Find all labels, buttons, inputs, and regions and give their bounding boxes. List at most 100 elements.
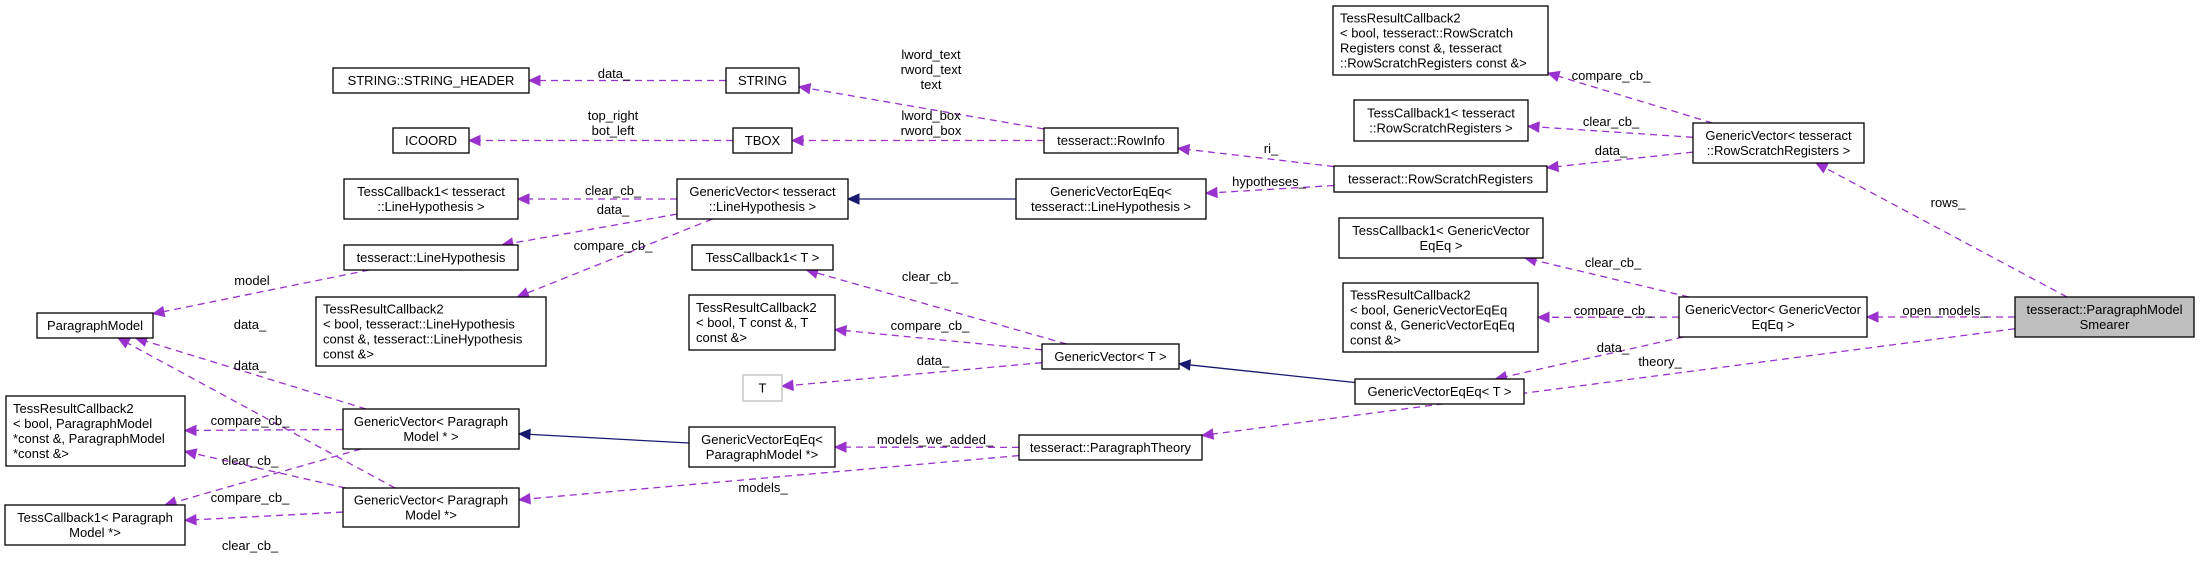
node-box xyxy=(342,487,520,528)
class-node-string-header[interactable]: STRING::STRING_HEADER xyxy=(332,67,530,94)
usage-edge-gv-t-to-trc2-t xyxy=(833,324,1043,351)
node-box xyxy=(688,294,836,351)
arrowhead-icon xyxy=(117,337,131,349)
class-node-tc1-gveqeq[interactable]: TessCallback1< GenericVectorEqEq > xyxy=(1338,217,1544,259)
node-label-line: const &> xyxy=(1350,333,1401,348)
arrowhead-icon xyxy=(516,193,530,205)
class-node-gv-linehyp[interactable]: GenericVector< tesseract::LineHypothesis… xyxy=(676,178,849,220)
class-node-gv-pm-ptr[interactable]: GenericVector< ParagraphModel * > xyxy=(342,408,520,450)
class-node-icoord[interactable]: ICOORD xyxy=(392,127,470,154)
arrowhead-icon xyxy=(517,492,531,505)
class-node-gveqeq-linehyp[interactable]: GenericVectorEqEq<tesseract::LineHypothe… xyxy=(1015,178,1207,220)
node-label-line: ::RowScratchRegisters const &> xyxy=(1340,56,1527,71)
class-node-paragraphmodel[interactable]: ParagraphModel xyxy=(36,312,154,339)
node-label-line: STRING::STRING_HEADER xyxy=(348,73,515,88)
node-label-line: GenericVectorEqEq< T > xyxy=(1367,384,1511,399)
node-label-line: Model *> xyxy=(405,508,457,523)
node-box xyxy=(342,408,520,450)
edge-label: theory_ xyxy=(1638,354,1682,369)
node-label-line: TessResultCallback2 xyxy=(323,302,444,317)
edge-line xyxy=(529,454,1020,500)
usage-edge-smearer-to-gv-rowscratch-labels: rows_ xyxy=(1931,195,1966,210)
edge-line xyxy=(175,448,362,503)
node-box xyxy=(742,374,783,402)
class-node-gv-gveqeq[interactable]: GenericVector< GenericVectorEqEq > xyxy=(1678,296,1868,338)
class-node-paragraphtheory[interactable]: tesseract::ParagraphTheory xyxy=(1018,434,1203,461)
usage-edge-gv-t-to-t xyxy=(780,362,1043,391)
usage-edge-gv-pm-ptr-to-tc1-pm-labels: clear_cb_ xyxy=(222,453,279,468)
arrowhead-icon xyxy=(1536,311,1550,324)
edge-label: compare_cb_ xyxy=(1574,303,1654,318)
usage-edge-paragraphtheory-to-gv-pm xyxy=(517,454,1020,505)
class-node-gv-pm[interactable]: GenericVector< ParagraphModel *> xyxy=(342,487,520,528)
edge-label: models_ xyxy=(738,480,788,495)
arrowhead-icon xyxy=(183,424,197,437)
class-node-tc1-rowscratch[interactable]: TessCallback1< tesseract::RowScratchRegi… xyxy=(1353,99,1529,142)
class-node-tc1-t[interactable]: TessCallback1< T > xyxy=(691,244,834,271)
node-label-line: TBOX xyxy=(745,133,781,148)
class-node-gveqeq-t[interactable]: GenericVectorEqEq< T > xyxy=(1354,378,1525,405)
class-node-tc1-linehyp[interactable]: TessCallback1< tesseract::LineHypothesis… xyxy=(343,178,519,220)
edge-label: clear_cb_ xyxy=(222,453,279,468)
edge-label: clear_cb_ xyxy=(1583,114,1640,129)
edge-label: open_models_ xyxy=(1902,303,1988,318)
class-node-rowscratch[interactable]: tesseract::RowScratchRegisters xyxy=(1333,165,1548,193)
usage-edge-smearer-to-paragraphtheory xyxy=(1200,328,2016,440)
usage-edge-linehyp-to-paragraphmodel xyxy=(151,269,370,318)
usage-edge-gv-linehyp-to-tc1-linehyp-labels: clear_cb_ xyxy=(585,183,642,198)
class-node-trc2-gveqeq[interactable]: TessResultCallback2< bool, GenericVector… xyxy=(1342,282,1539,353)
class-node-trc2-rowscratch[interactable]: TessResultCallback2< bool, tesseract::Ro… xyxy=(1332,5,1549,76)
edge-label: compare_cb_ xyxy=(1572,68,1652,83)
class-node-tc1-pm[interactable]: TessCallback1< ParagraphModel *> xyxy=(4,504,186,546)
edge-line xyxy=(195,511,344,521)
edge-label: data_ xyxy=(1595,143,1628,158)
usage-edge-gv-rowscratch-to-trc2-rowscratch-labels: compare_cb_ xyxy=(1572,68,1652,83)
usage-edge-gv-gveqeq-to-tc1-gveqeq-labels: clear_cb_ xyxy=(1585,255,1642,270)
node-label-line: GenericVector< tesseract xyxy=(1705,128,1852,143)
usage-edge-smearer-to-gv-gveqeq-labels: open_models_ xyxy=(1902,303,1988,318)
arrowhead-icon xyxy=(797,83,812,95)
class-node-gv-rowscratch[interactable]: GenericVector< tesseract::RowScratchRegi… xyxy=(1692,122,1865,164)
class-node-rowinfo[interactable]: tesseract::RowInfo xyxy=(1043,127,1179,154)
usage-edge-rowinfo-to-string xyxy=(797,83,1045,130)
edge-line xyxy=(1506,336,1684,378)
class-node-trc2-t[interactable]: TessResultCallback2< bool, T const &, Tc… xyxy=(688,294,836,351)
class-node-tbox[interactable]: TBOX xyxy=(732,127,793,154)
node-box xyxy=(1338,217,1544,259)
arrowhead-icon xyxy=(833,441,847,453)
edge-label: ri_ xyxy=(1264,141,1279,156)
node-label-line: const &, GenericVectorEqEq xyxy=(1350,318,1515,333)
arrowhead-icon xyxy=(846,193,860,205)
arrowhead-icon xyxy=(1545,160,1560,173)
class-node-trc2-pm[interactable]: TessResultCallback2< bool, ParagraphMode… xyxy=(5,395,186,467)
edges-layer xyxy=(117,70,2068,526)
class-node-string[interactable]: STRING xyxy=(725,67,800,94)
usage-edge-paragraphtheory-to-gveqeq-pm-labels: models_we_added_ xyxy=(877,432,994,447)
arrowhead-icon xyxy=(1526,121,1540,133)
arrowhead-icon xyxy=(1546,70,1561,82)
edge-label: clear_cb_ xyxy=(585,183,642,198)
inheritance-edge-gveqeq-linehyp-to-gv-linehyp xyxy=(846,193,1016,205)
edge-line xyxy=(529,433,690,444)
arrowhead-icon xyxy=(780,379,794,391)
node-box xyxy=(4,504,186,546)
node-label-line: < bool, tesseract::RowScratch xyxy=(1340,26,1513,41)
usage-edge-rowscratch-to-gveqeq-linehyp-labels: hypotheses_ xyxy=(1232,174,1306,189)
edge-label: lword_text xyxy=(901,47,961,62)
usage-edge-gv-pm-to-tc1-pm-labels: clear_cb_ xyxy=(222,538,279,553)
node-box xyxy=(343,178,519,220)
class-node-trc2-linehyp[interactable]: TessResultCallback2< bool, tesseract::Li… xyxy=(315,296,547,367)
edge-line xyxy=(127,342,396,489)
class-node-gveqeq-pm[interactable]: GenericVectorEqEq<ParagraphModel *> xyxy=(688,426,836,468)
node-label-line: ParagraphModel *> xyxy=(706,447,818,462)
node-box xyxy=(691,244,834,271)
edge-label: compare_cb_ xyxy=(574,238,654,253)
node-label-line: tesseract::LineHypothesis xyxy=(357,250,506,265)
class-node-linehyp[interactable]: tesseract::LineHypothesis xyxy=(343,244,519,271)
class-node-gv-t[interactable]: GenericVector< T > xyxy=(1041,343,1180,370)
class-node-t[interactable]: T xyxy=(742,374,783,402)
node-label-line: ParagraphModel xyxy=(47,318,143,333)
